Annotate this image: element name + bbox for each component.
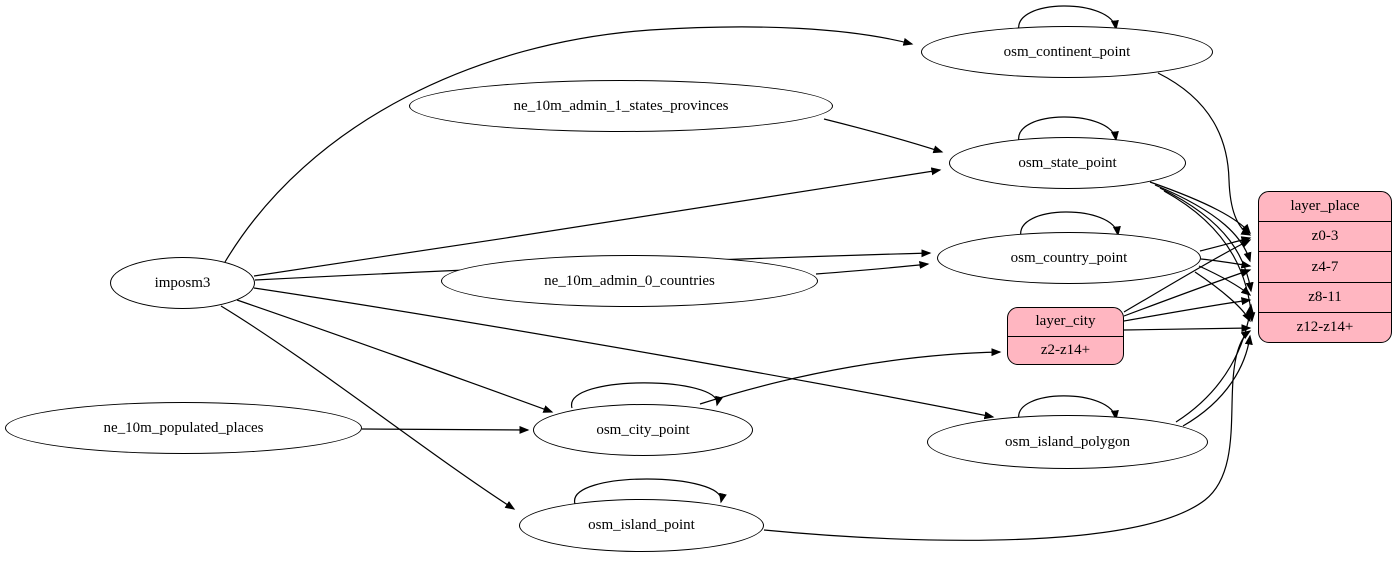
edge-imposm3-osm_island_polygon: [253, 287, 995, 420]
edge-imposm3-osm_island_point: [220, 305, 516, 510]
record-row-z0-3: z0-3: [1259, 221, 1391, 251]
edge-ne_10m_admin_0_countries-osm_country_point: [815, 260, 930, 275]
edge-osm_country_point-layer_place-z0_3: [1199, 236, 1252, 252]
edge-osm_country_point-layer_place-z8_11: [1198, 265, 1252, 296]
record-layer-city-title: layer_city: [1035, 313, 1096, 330]
record-layer-city: layer_city z2-z14+: [1007, 307, 1124, 365]
node-ne-10m-admin-1-states-provinces: ne_10m_admin_1_states_provinces: [409, 80, 833, 132]
edge-osm_state_point-layer_place-z4_7: [1154, 184, 1252, 263]
edge-osm_island_polygon-layer_place-z12_14: [1182, 334, 1253, 427]
edge-ne_10m_populated_places-osm_city_point: [361, 425, 530, 434]
node-osm-city-point: osm_city_point: [533, 404, 753, 456]
record-row-z8-11: z8-11: [1259, 281, 1391, 312]
node-osm-island-point: osm_island_point: [519, 499, 764, 552]
edge-osm_city_point-layer_city-z2_14: [699, 348, 1002, 405]
edge-layer_city-layer_place-z8_11: [1123, 297, 1252, 322]
node-osm-country-point: osm_country_point: [937, 232, 1201, 284]
edge-layer_city-layer_place-z0_3: [1123, 239, 1252, 313]
edge-osm_country_point-layer_place-z4_7: [1200, 258, 1252, 269]
node-osm-continent-point: osm_continent_point: [921, 26, 1213, 78]
record-layer-place: layer_place z0-3 z4-7 z8-11 z12-z14+: [1258, 191, 1392, 343]
edge-imposm3-osm_city_point: [236, 299, 554, 413]
node-ne-10m-populated-places: ne_10m_populated_places: [5, 402, 362, 454]
selfloop-osm_state_point: [1018, 116, 1119, 143]
selfloop-osm_island_point: [574, 478, 727, 505]
record-row-z12-z14: z12-z14+: [1259, 311, 1391, 342]
edge-imposm3-osm_continent_point: [224, 26, 914, 263]
record-row-z4-7: z4-7: [1259, 251, 1391, 281]
node-ne-10m-admin-0-countries: ne_10m_admin_0_countries: [441, 255, 818, 307]
edge-osm_country_point-layer_place-z12_14: [1194, 271, 1251, 323]
node-imposm3: imposm3: [110, 257, 255, 309]
selfloop-osm_country_point: [1020, 211, 1121, 238]
edge-osm_island_polygon-layer_place-z8_11: [1175, 303, 1254, 423]
edge-layer_city-layer_place-z12_14: [1123, 324, 1252, 333]
selfloop-osm_island_polygon: [1018, 395, 1119, 421]
node-osm-island-polygon: osm_island_polygon: [927, 415, 1208, 469]
record-row-z2-z14: z2-z14+: [1008, 335, 1123, 365]
selfloop-osm_city_point: [571, 382, 723, 409]
record-layer-place-title: layer_place: [1290, 198, 1360, 215]
edge-osm_state_point-layer_place-z8_11: [1159, 187, 1254, 293]
edge-imposm3-osm_state_point: [253, 167, 942, 277]
edge-layer_city-layer_place-z4_7: [1123, 269, 1252, 317]
edge-osm_state_point-layer_place-z0_3: [1149, 181, 1251, 235]
node-osm-state-point: osm_state_point: [949, 137, 1186, 189]
edge-osm_island_point-layer_place-z12_14: [763, 330, 1252, 541]
selfloop-osm_continent_point: [1018, 5, 1119, 32]
edge-ne_10m_admin_1_states_provinces-osm_state_point: [823, 118, 944, 154]
